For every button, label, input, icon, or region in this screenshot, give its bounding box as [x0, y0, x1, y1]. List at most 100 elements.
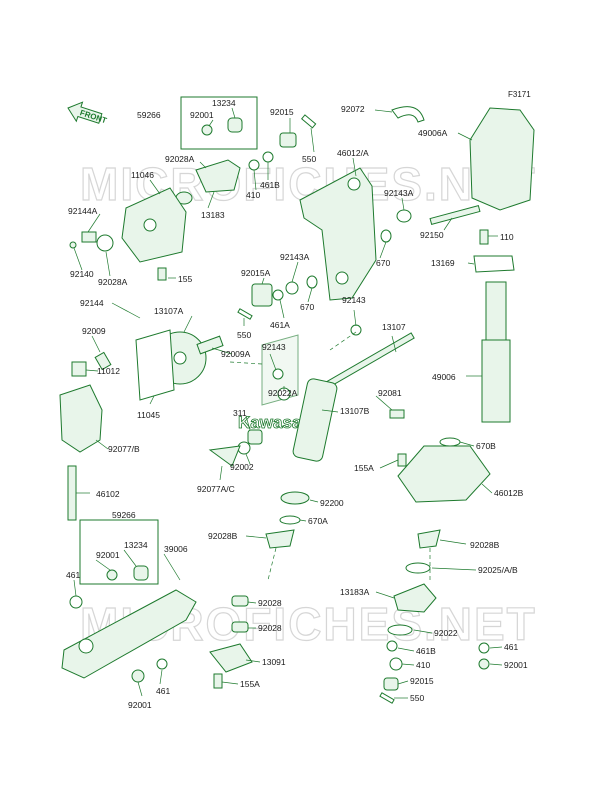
bracket-46012a-top-hole — [347, 177, 361, 191]
label-461b-lower: 461B — [416, 646, 436, 656]
label-92200: 92200 — [320, 498, 344, 508]
label-461a: 461A — [270, 320, 290, 330]
washer-92002 — [237, 441, 251, 455]
label-39006: 39006 — [164, 544, 188, 554]
shaft-13107a — [196, 335, 224, 355]
bolt-92001-bottom — [131, 669, 145, 683]
collar-92015 — [279, 132, 297, 148]
label-550-mid: 550 — [237, 330, 251, 340]
label-92144a: 92144A — [68, 206, 98, 216]
guide-line-1 — [229, 361, 263, 365]
label-92028a-lower: 92028A — [98, 277, 128, 287]
label-13107: 13107 — [382, 322, 406, 332]
label-670-mid: 670 — [300, 302, 314, 312]
boot-49006a — [469, 107, 535, 211]
label-92015-upper: 92015 — [270, 107, 294, 117]
cap-92077b — [59, 384, 103, 453]
cover-11045 — [135, 329, 175, 401]
label-92015a: 92015A — [241, 268, 271, 278]
pin-550-upper — [301, 114, 317, 129]
label-92001-right: 92001 — [504, 660, 528, 670]
spring-92081 — [389, 409, 405, 419]
screw-155 — [157, 267, 167, 281]
label-92143-mid: 92143 — [262, 342, 286, 352]
collar-92015-lower — [383, 677, 399, 691]
label-92022a: 92022A — [268, 388, 298, 398]
oring-670-mid — [306, 275, 318, 289]
cap-92077ac — [208, 445, 241, 467]
label-92077b: 92077/B — [108, 444, 140, 454]
label-92028b-left: 92028B — [208, 531, 238, 541]
bracket-46012a — [299, 167, 377, 301]
label-92001-bottom: 92001 — [128, 700, 152, 710]
label-46012a: 46012/A — [337, 148, 369, 158]
label-46012b: 46012B — [494, 488, 524, 498]
label-670a: 670A — [308, 516, 328, 526]
leader-lines — [73, 107, 503, 699]
label-461b-upper: 461B — [260, 180, 280, 190]
label-92028-upper: 92028 — [258, 598, 282, 608]
label-49006: 49006 — [432, 372, 456, 382]
label-92081: 92081 — [378, 388, 402, 398]
label-155a-lower: 155A — [240, 679, 260, 689]
bushing-92143-mid — [272, 368, 284, 380]
label-92009: 92009 — [82, 326, 106, 336]
label-13183a: 13183A — [340, 587, 370, 597]
washer-461-left — [69, 595, 83, 609]
oring-670b — [439, 437, 461, 447]
bushing-92143a-mid — [285, 281, 299, 295]
arm-39006 — [61, 589, 197, 679]
oring-670a — [279, 515, 301, 525]
label-550-lower: 550 — [410, 693, 424, 703]
label-13091: 13091 — [262, 657, 286, 667]
screw-155a-lower — [213, 673, 223, 689]
label-92143-right: 92143 — [342, 295, 366, 305]
label-49006a: 49006A — [418, 128, 448, 138]
gasket-13169 — [473, 255, 515, 273]
screw-155a-upper — [397, 453, 407, 467]
label-13107a: 13107A — [154, 306, 184, 316]
label-92009a: 92009A — [221, 349, 251, 359]
label-92143a-upper: 92143A — [384, 188, 414, 198]
bushing-92143-right — [350, 324, 362, 336]
pin-550-lower — [379, 692, 395, 704]
label-92001-upper: 92001 — [190, 110, 214, 120]
bolt-110 — [479, 229, 489, 245]
guide-line-2 — [329, 331, 357, 351]
housing-11046-bore — [143, 218, 157, 232]
washer-410 — [248, 159, 260, 171]
label-13169: 13169 — [431, 258, 455, 268]
lever-13183a — [393, 583, 437, 613]
label-110: 110 — [500, 232, 514, 242]
label-92028-lower: 92028 — [258, 623, 282, 633]
label-670-upper: 670 — [376, 258, 390, 268]
nut-311 — [247, 429, 263, 445]
front-arrow-icon: FRONT — [67, 101, 108, 125]
plate-13107a-hub — [173, 351, 187, 365]
label-670b: 670B — [476, 441, 496, 451]
bolt-92001-lower — [106, 569, 118, 581]
label-92028a-upper: 92028A — [165, 154, 195, 164]
label-11046: 11046 — [131, 170, 154, 180]
ball-92140 — [69, 241, 77, 249]
washer-461-bottom — [156, 658, 168, 670]
washer-461-right — [478, 642, 490, 654]
label-410-upper: 410 — [246, 190, 260, 200]
rod-46102 — [67, 465, 77, 521]
label-11045: 11045 — [137, 410, 160, 420]
bolt-92001-upper — [201, 124, 213, 136]
label-92022: 92022 — [434, 628, 458, 638]
washer-92025 — [405, 562, 431, 574]
figure-id: F3171 — [508, 90, 531, 99]
bushing-92028-lower — [231, 621, 249, 633]
lever-13183 — [195, 159, 241, 193]
label-13234-upper: 13234 — [212, 98, 236, 108]
label-92025: 92025/A/B — [478, 565, 518, 575]
label-92150: 92150 — [420, 230, 444, 240]
nut-13234-upper — [227, 117, 243, 133]
clip-461b-upper — [262, 151, 274, 163]
bushing-92028-upper — [231, 595, 249, 607]
label-92028b-right: 92028B — [470, 540, 500, 550]
label-59266-lower: 59266 — [112, 510, 136, 520]
